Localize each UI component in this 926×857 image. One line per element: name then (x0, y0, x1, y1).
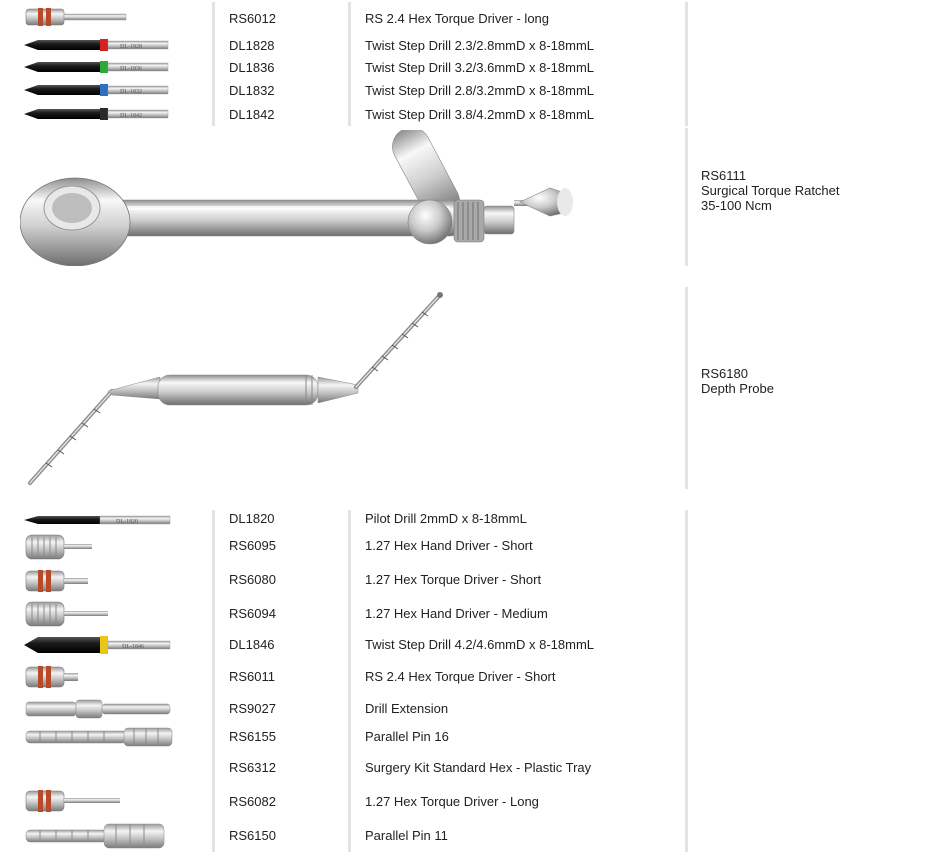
product-code: DL1832 (229, 83, 275, 98)
product-row: DL-1842 DL1842 Twist Step Drill 3.8/4.2m… (0, 104, 926, 126)
product-code: RS6155 (229, 729, 276, 744)
column-separator (685, 128, 688, 266)
product-row: DL-1820 DL1820 Pilot Drill 2mmD x 8-18mm… (0, 510, 926, 530)
ratchet-label: RS6111 Surgical Torque Ratchet 35-100 Nc… (701, 168, 840, 213)
product-code: RS6150 (229, 828, 276, 843)
product-row: RS6012 RS 2.4 Hex Torque Driver - long (0, 2, 926, 32)
product-code: RS6094 (229, 606, 276, 621)
torque-ratchet-icon (20, 130, 580, 266)
product-row: RS6155 Parallel Pin 16 (0, 724, 926, 750)
hex-torque-driver-short-icon (24, 663, 104, 691)
product-row: RS9027 Drill Extension (0, 696, 926, 722)
product-description: 1.27 Hex Torque Driver - Short (365, 572, 542, 587)
product-description: Twist Step Drill 2.3/2.8mmD x 8-18mmL (365, 38, 595, 53)
product-description: 1.27 Hex Hand Driver - Short (365, 538, 533, 553)
hex-torque-driver-long-icon (24, 5, 134, 29)
product-description: Twist Step Drill 3.2/3.6mmD x 8-18mmL (365, 60, 595, 75)
product-code: RS6095 (229, 538, 276, 553)
product-code: DL1842 (229, 107, 275, 122)
product-row: RS6080 1.27 Hex Torque Driver - Short (0, 565, 926, 597)
product-spec: 35-100 Ncm (701, 198, 772, 213)
product-row-ratchet: RS6111 Surgical Torque Ratchet 35-100 Nc… (0, 128, 926, 266)
product-code: RS6111 (701, 168, 747, 183)
product-description: Parallel Pin 16 (365, 729, 449, 744)
product-description: Twist Step Drill 2.8/3.2mmD x 8-18mmL (365, 83, 595, 98)
drill-blue-band-icon: DL-1832 (24, 82, 174, 98)
drill-engraving: DL-1820 (116, 519, 138, 525)
product-code: DL1828 (229, 38, 275, 53)
drill-extension-icon (24, 698, 174, 720)
product-row: RS6150 Parallel Pin 11 (0, 820, 926, 852)
product-row: DL-1828 DL1828 Twist Step Drill 2.3/2.8m… (0, 35, 926, 57)
column-separator (348, 510, 351, 852)
drill-engraving: DL-1846 (122, 644, 144, 650)
product-code: RS6012 (229, 11, 276, 26)
drill-engraving: DL-1836 (120, 66, 142, 72)
product-description: Parallel Pin 11 (365, 828, 448, 843)
column-separator (212, 2, 215, 126)
product-code: DL1846 (229, 637, 275, 652)
probe-label: RS6180 Depth Probe (701, 366, 774, 396)
drill-red-band-icon: DL-1828 (24, 37, 174, 53)
column-separator (685, 510, 688, 852)
depth-probe-icon (20, 287, 460, 489)
product-code: DL1836 (229, 60, 275, 75)
product-code: DL1820 (229, 511, 275, 526)
product-row: RS6094 1.27 Hex Hand Driver - Medium (0, 599, 926, 629)
product-description: Pilot Drill 2mmD x 8-18mmL (365, 511, 527, 526)
hand-driver-medium-icon (24, 600, 114, 628)
product-row: RS6011 RS 2.4 Hex Torque Driver - Short (0, 660, 926, 694)
product-code: RS9027 (229, 701, 276, 716)
product-row: RS6082 1.27 Hex Torque Driver - Long (0, 786, 926, 818)
product-row-probe: RS6180 Depth Probe (0, 287, 926, 489)
product-row: DL-1846 DL1846 Twist Step Drill 4.2/4.6m… (0, 632, 926, 658)
product-row: RS6095 1.27 Hex Hand Driver - Short (0, 531, 926, 563)
parallel-pin-11-icon (24, 822, 174, 850)
torque-driver-long-icon (24, 787, 134, 815)
column-separator (348, 2, 351, 126)
drill-black-band-icon: DL-1842 (24, 106, 174, 122)
product-description: Surgery Kit Standard Hex - Plastic Tray (365, 760, 592, 775)
parallel-pin-16-icon (24, 726, 174, 748)
product-code: RS6011 (229, 669, 276, 684)
product-row: DL-1836 DL1836 Twist Step Drill 3.2/3.6m… (0, 57, 926, 79)
column-separator (685, 287, 688, 489)
drill-green-band-icon: DL-1836 (24, 59, 174, 75)
column-separator (685, 2, 688, 126)
product-code: RS6080 (229, 572, 276, 587)
drill-engraving: DL-1842 (120, 113, 142, 119)
product-description: RS 2.4 Hex Torque Driver - Short (365, 669, 556, 684)
drill-yellow-band-icon: DL-1846 (24, 634, 174, 656)
hand-driver-short-icon (24, 533, 104, 561)
product-code: RS6082 (229, 794, 276, 809)
product-row: DL-1832 DL1832 Twist Step Drill 2.8/3.2m… (0, 80, 926, 102)
product-description: Twist Step Drill 3.8/4.2mmD x 8-18mmL (365, 107, 595, 122)
drill-engraving: DL-1832 (120, 89, 142, 95)
product-description: RS 2.4 Hex Torque Driver - long (365, 11, 550, 26)
product-code: RS6180 (701, 366, 748, 381)
column-separator (212, 510, 215, 852)
product-row: RS6312 Surgery Kit Standard Hex - Plasti… (0, 752, 926, 786)
pilot-drill-icon: DL-1820 (24, 512, 174, 528)
product-name: Depth Probe (701, 381, 774, 396)
product-code: RS6312 (229, 760, 276, 775)
product-name: Surgical Torque Ratchet (701, 183, 840, 198)
product-description: Twist Step Drill 4.2/4.6mmD x 8-18mmL (365, 637, 595, 652)
product-description: 1.27 Hex Torque Driver - Long (365, 794, 539, 809)
drill-engraving: DL-1828 (120, 44, 142, 50)
product-description: Drill Extension (365, 701, 449, 716)
torque-driver-short-icon (24, 567, 104, 595)
product-description: 1.27 Hex Hand Driver - Medium (365, 606, 548, 621)
